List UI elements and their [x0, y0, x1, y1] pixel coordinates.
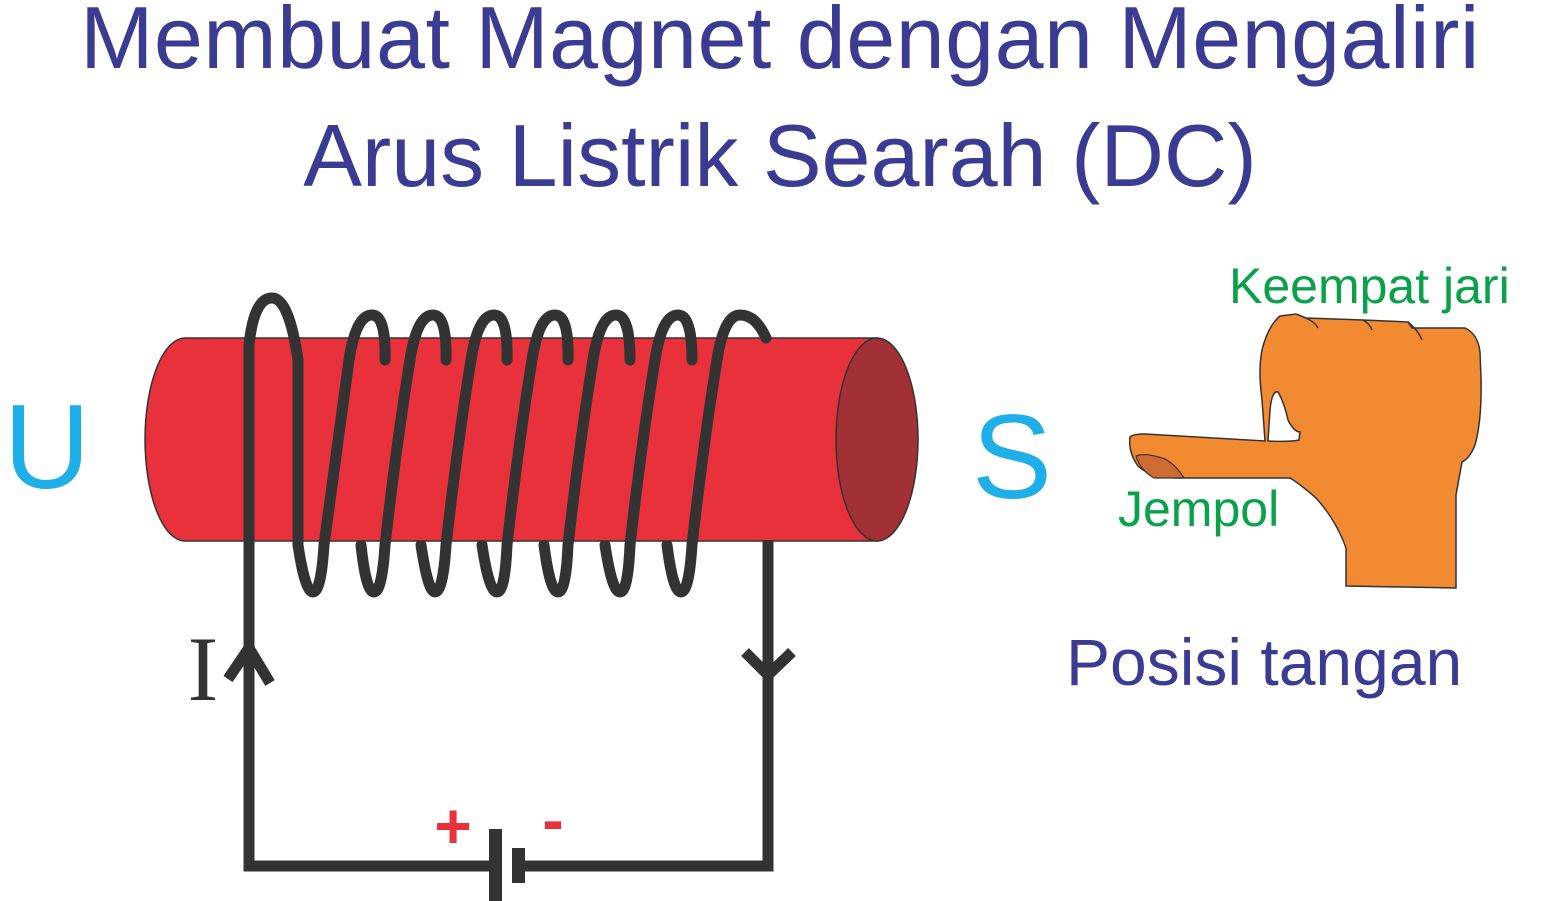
south-pole-label: S: [972, 390, 1052, 524]
title-line-1: Membuat Magnet dengan Mengaliri: [80, 0, 1480, 87]
current-arrow-down: [741, 648, 796, 683]
current-arrow-up: [223, 637, 275, 686]
hand-caption: Posisi tangan: [1066, 625, 1462, 699]
thumbnail-shape: [1135, 453, 1186, 479]
title-line-2: Arus Listrik Searah (DC): [303, 106, 1257, 205]
current-label: I: [188, 618, 219, 720]
thumb-label: Jempol: [1118, 481, 1279, 537]
battery-minus-sign: -: [542, 784, 563, 856]
coil-front-strands: [243, 292, 772, 551]
battery-icon: [489, 829, 525, 901]
coil-back-loops: [292, 539, 698, 598]
circuit-wire: [243, 345, 774, 872]
battery-plus-sign: +: [434, 790, 471, 862]
north-pole-label: U: [4, 380, 91, 514]
right-hand-icon: [1128, 313, 1482, 589]
rod-end-face: [835, 337, 919, 542]
fingers-label: Keempat jari: [1229, 258, 1510, 314]
